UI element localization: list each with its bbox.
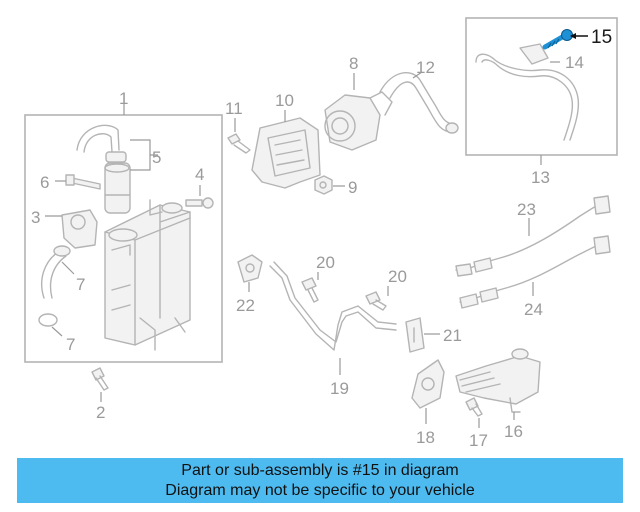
bracket-22	[237, 254, 263, 292]
oxygen-sensor-23	[455, 195, 611, 277]
callout-20b: 20	[388, 267, 407, 286]
callout-12: 12	[416, 58, 435, 77]
callout-24: 24	[524, 300, 543, 319]
hose-assembly-group	[465, 17, 618, 165]
callout-18: 18	[416, 428, 435, 447]
gasket-18	[411, 359, 445, 424]
callout-22: 22	[236, 296, 255, 315]
callout-8: 8	[349, 54, 358, 73]
banner-line-2: Diagram may not be specific to your vehi…	[165, 482, 475, 499]
callout-2: 2	[96, 403, 105, 422]
callout-15: 15	[591, 27, 612, 48]
bracket-10	[251, 110, 321, 189]
nut-9	[314, 175, 345, 195]
callout-7a: 7	[76, 275, 85, 294]
bolt-15-highlighted	[542, 29, 573, 50]
egr-cooler-16	[455, 348, 541, 420]
canister-assembly-group	[24, 104, 223, 363]
callout-20a: 20	[316, 253, 335, 272]
callout-7b: 7	[66, 335, 75, 354]
valve-8	[324, 73, 393, 151]
callout-16: 16	[504, 422, 523, 441]
bolt-2	[91, 367, 109, 402]
callout-4: 4	[195, 165, 204, 184]
callout-17: 17	[469, 431, 488, 450]
callout-6: 6	[40, 173, 49, 192]
bolt-20a	[301, 272, 319, 303]
clip-21	[405, 317, 440, 353]
callout-9: 9	[348, 178, 357, 197]
bolt-11	[227, 118, 251, 154]
callout-13: 13	[531, 168, 550, 187]
bolt-17	[465, 397, 483, 428]
info-banner: Part or sub-assembly is #15 in diagram D…	[17, 458, 623, 503]
purge-valve	[104, 162, 131, 214]
callout-1: 1	[119, 89, 128, 108]
oxygen-sensor-24	[459, 235, 611, 309]
parts-diagram: 1 2 3 4 5 6 7 7 8 9 10 11 12 13 14 15 16…	[24, 17, 618, 450]
callout-14: 14	[565, 53, 584, 72]
callout-19: 19	[330, 379, 349, 398]
purge-hose	[76, 124, 120, 151]
hose-14	[475, 53, 580, 141]
pipe-19	[269, 261, 397, 375]
hose-12	[379, 71, 459, 134]
bolt-20b	[365, 286, 389, 311]
callout-21: 21	[443, 326, 462, 345]
banner-line-1: Part or sub-assembly is #15 in diagram	[181, 462, 459, 479]
callout-3: 3	[31, 208, 40, 227]
callout-23: 23	[517, 200, 536, 219]
callout-10: 10	[275, 91, 294, 110]
callout-11: 11	[225, 99, 243, 118]
callout-5: 5	[152, 148, 161, 167]
